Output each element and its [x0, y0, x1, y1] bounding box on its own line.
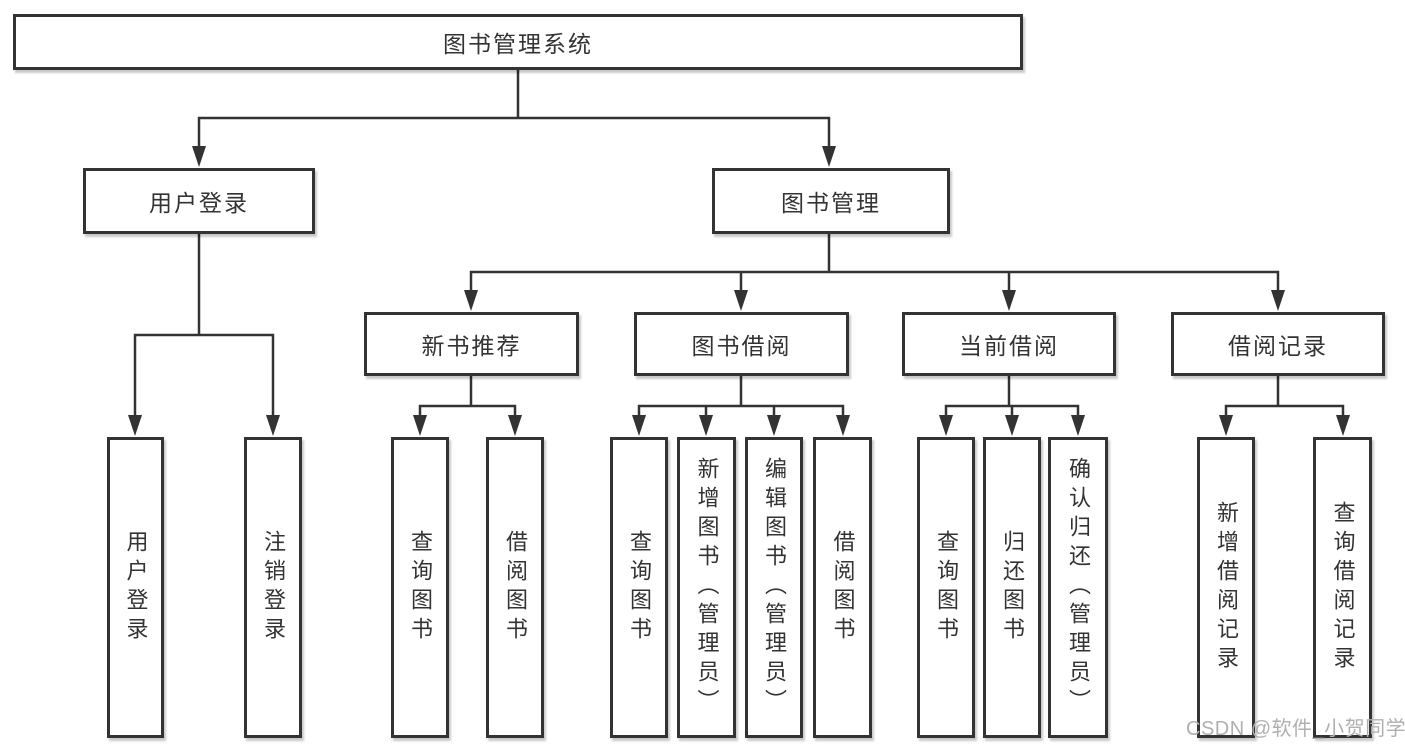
leaf-confirm-return-admin: 确认归还（管理员） — [1048, 437, 1108, 738]
leaf-edit-book-admin: 编辑图书（管理员） — [745, 437, 803, 738]
leaf-borrow-books: 借阅图书 — [813, 437, 872, 738]
node-library-system: 图书管理系统 — [13, 14, 1023, 70]
leaf-confirm-return-admin-label: 确认归还（管理员） — [1066, 457, 1091, 718]
leaf-add-book-admin: 新增图书（管理员） — [677, 437, 736, 738]
leaf-query-books-current-label: 查询图书 — [934, 529, 959, 646]
leaf-query-borrow-record-label: 查询借阅记录 — [1330, 500, 1356, 675]
connector-borrowrecord-group — [1224, 374, 1345, 420]
connector-newbook-group — [418, 374, 517, 420]
node-user-login-label: 用户登录 — [149, 190, 249, 216]
connector-userlogin-group — [133, 232, 275, 420]
leaf-return-book-label: 归还图书 — [1000, 529, 1025, 646]
connector-root-to-level1 — [197, 68, 831, 152]
leaf-query-books-borrow: 查询图书 — [610, 437, 668, 738]
leaf-add-book-admin-label: 新增图书（管理员） — [694, 457, 720, 718]
node-current-borrow-label: 当前借阅 — [959, 333, 1059, 359]
node-user-login: 用户登录 — [83, 168, 315, 234]
node-book-management-label: 图书管理 — [781, 190, 881, 216]
leaf-borrow-books-recommend: 借阅图书 — [486, 437, 544, 738]
leaf-add-borrow-record: 新增借阅记录 — [1197, 437, 1255, 738]
connector-currentborrow-group — [944, 374, 1080, 420]
node-borrow-records-label: 借阅记录 — [1228, 333, 1328, 359]
leaf-query-borrow-record: 查询借阅记录 — [1313, 437, 1372, 738]
node-new-book-recommend: 新书推荐 — [364, 312, 579, 376]
leaf-logout-label: 注销登录 — [261, 529, 286, 646]
leaf-user-login-label: 用户登录 — [123, 529, 149, 646]
leaf-query-books-recommend: 查询图书 — [391, 437, 449, 738]
node-current-borrow: 当前借阅 — [902, 312, 1116, 376]
node-book-borrow: 图书借阅 — [634, 312, 849, 376]
csdn-watermark: CSDN @软件_小贺同学 — [1186, 718, 1405, 740]
node-new-book-recommend-label: 新书推荐 — [421, 333, 522, 359]
leaf-query-books-current: 查询图书 — [917, 437, 975, 738]
leaf-query-books-borrow-label: 查询图书 — [627, 529, 652, 646]
leaf-logout: 注销登录 — [244, 437, 302, 738]
leaf-add-borrow-record-label: 新增借阅记录 — [1214, 500, 1239, 675]
node-book-management: 图书管理 — [712, 168, 950, 234]
arrowheads — [128, 146, 1350, 436]
node-library-system-label: 图书管理系统 — [443, 31, 593, 57]
node-book-borrow-label: 图书借阅 — [691, 333, 792, 359]
leaf-borrow-books-label: 借阅图书 — [830, 529, 856, 646]
leaf-return-book: 归还图书 — [983, 437, 1041, 738]
leaf-edit-book-admin-label: 编辑图书（管理员） — [762, 457, 787, 718]
leaf-borrow-books-recommend-label: 借阅图书 — [503, 529, 528, 646]
node-borrow-records: 借阅记录 — [1171, 312, 1385, 376]
connector-bookborrow-group — [637, 374, 845, 420]
leaf-user-login: 用户登录 — [107, 437, 164, 738]
leaf-query-books-recommend-label: 查询图书 — [408, 529, 433, 646]
connector-bookmgmt-to-level2 — [469, 232, 1280, 295]
